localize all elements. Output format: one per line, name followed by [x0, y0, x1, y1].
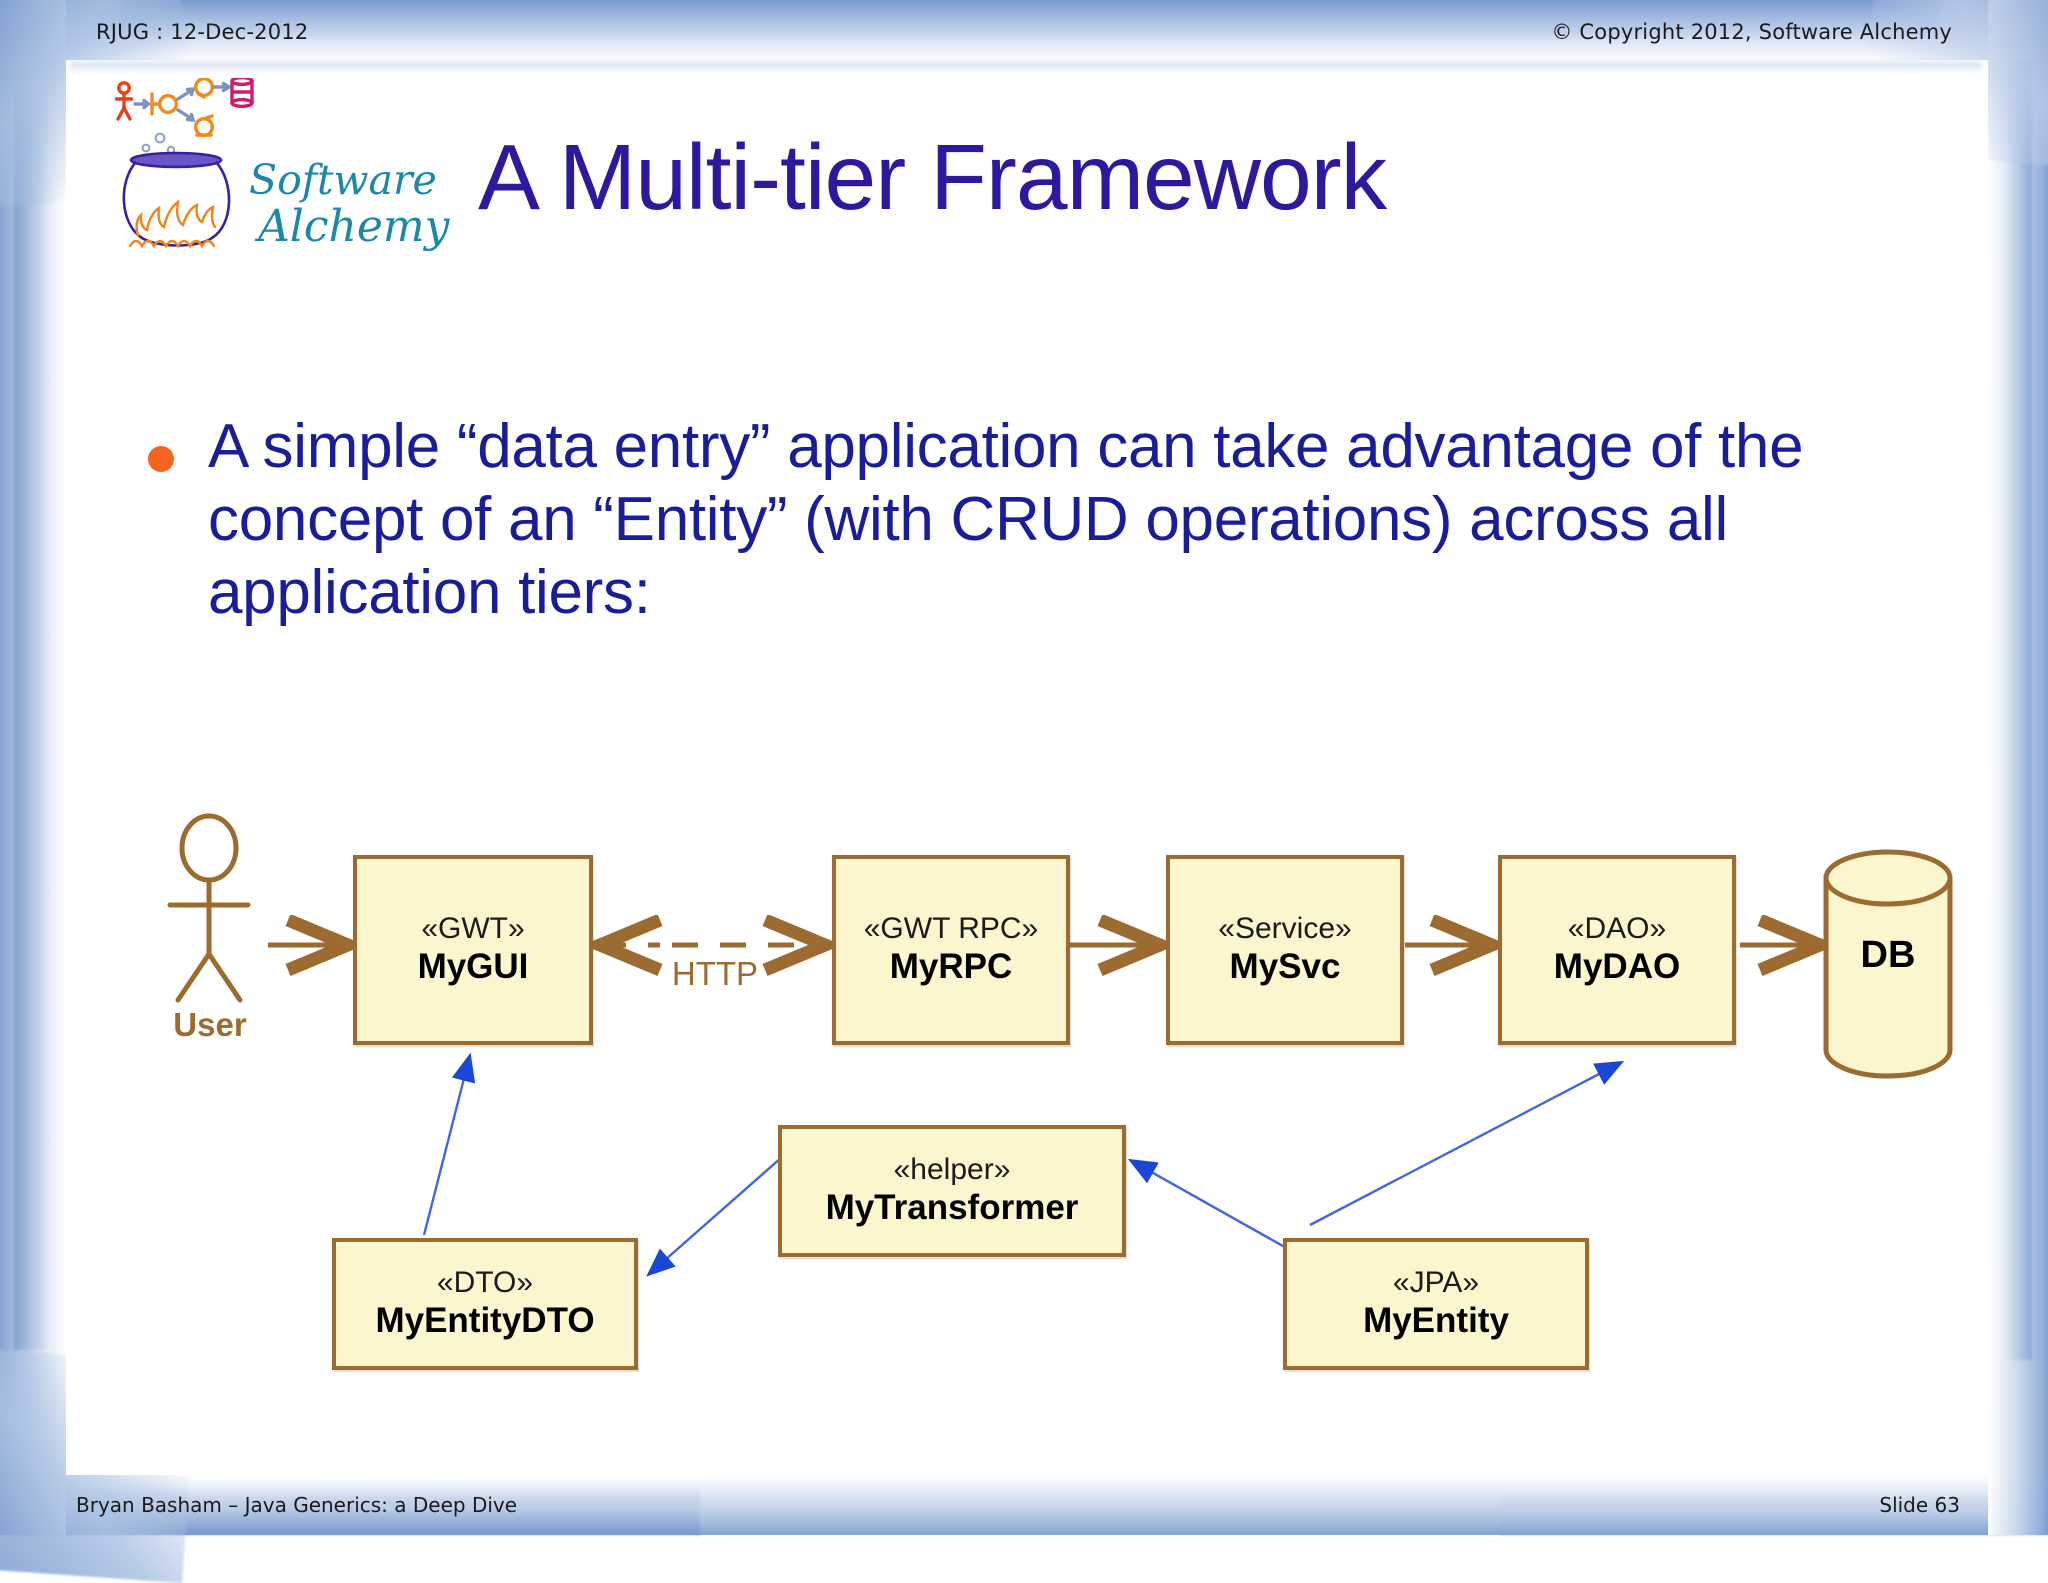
classname-myrpc: MyRPC: [889, 946, 1013, 986]
footer-presenter-title: Bryan Basham – Java Generics: a Deep Div…: [76, 1493, 518, 1517]
classname-mysvc: MySvc: [1229, 946, 1341, 986]
header-event-date: RJUG : 12-Dec-2012: [96, 20, 309, 44]
diagram-connectors: myrpc (bidirectional dashed) -->: [167, 813, 1953, 1277]
actor-label: User: [173, 1006, 247, 1043]
database-label: DB: [1860, 934, 1916, 976]
logo-flames: [128, 199, 217, 249]
classname-mytransformer: MyTransformer: [825, 1187, 1079, 1227]
logo-uml-icons: [114, 78, 254, 138]
logo-word-software: Software: [249, 156, 437, 204]
http-link-label: HTTP: [671, 955, 759, 992]
stereotype-myrpc: «GWT RPC»: [863, 912, 1039, 946]
uml-node-mygui[interactable]: «GWT» MyGUI: [353, 855, 593, 1045]
classname-myentity: MyEntity: [1363, 1300, 1509, 1340]
uml-node-myrpc[interactable]: «GWT RPC» MyRPC: [832, 855, 1070, 1045]
bullet-list: A simple “data entry” application can ta…: [148, 410, 1938, 629]
classname-mydao: MyDAO: [1553, 946, 1681, 986]
bullet-dot-icon: [148, 446, 174, 472]
stereotype-myentity: «JPA»: [1392, 1266, 1480, 1300]
software-alchemy-logo: Software Alchemy: [108, 78, 458, 263]
uml-node-mytransformer[interactable]: «helper» MyTransformer: [778, 1125, 1126, 1257]
stereotype-mygui: «GWT»: [421, 912, 525, 946]
dependency-arrows: [422, 1052, 1625, 1277]
user-actor-icon: [167, 813, 251, 1003]
dep-dto-to-mygui: [422, 1052, 476, 1236]
database-cylinder-icon: [1823, 849, 1953, 1079]
header-copyright: © Copyright 2012, Software Alchemy: [1551, 20, 1952, 44]
footer-slide-number: Slide 63: [1879, 1493, 1960, 1517]
multi-tier-uml-diagram: myrpc (bidirectional dashed) -->: [167, 813, 1953, 1370]
classname-mygui: MyGUI: [417, 946, 529, 986]
stereotype-mydao: «DAO»: [1567, 912, 1667, 946]
uml-node-mydao[interactable]: «DAO» MyDAO: [1498, 855, 1736, 1045]
dep-entity-to-mydao: [1309, 1060, 1625, 1227]
stereotype-myentitydto: «DTO»: [436, 1266, 534, 1300]
dep-transformer-to-dto: [646, 1149, 791, 1277]
logo-word-alchemy: Alchemy: [254, 201, 451, 252]
page-title: A Multi-tier Framework: [478, 125, 1387, 229]
classname-myentitydto: MyEntityDTO: [375, 1300, 595, 1340]
uml-node-mysvc[interactable]: «Service» MySvc: [1166, 855, 1404, 1045]
uml-node-myentity[interactable]: «JPA» MyEntity: [1283, 1238, 1589, 1370]
stereotype-mytransformer: «helper»: [893, 1153, 1011, 1187]
stereotype-mysvc: «Service»: [1218, 912, 1352, 946]
dep-entity-to-transformer: [1127, 1158, 1291, 1252]
uml-node-myentitydto[interactable]: «DTO» MyEntityDTO: [332, 1238, 638, 1370]
bullet-text: A simple “data entry” application can ta…: [208, 412, 1804, 628]
logo-bubbles: [141, 132, 176, 155]
